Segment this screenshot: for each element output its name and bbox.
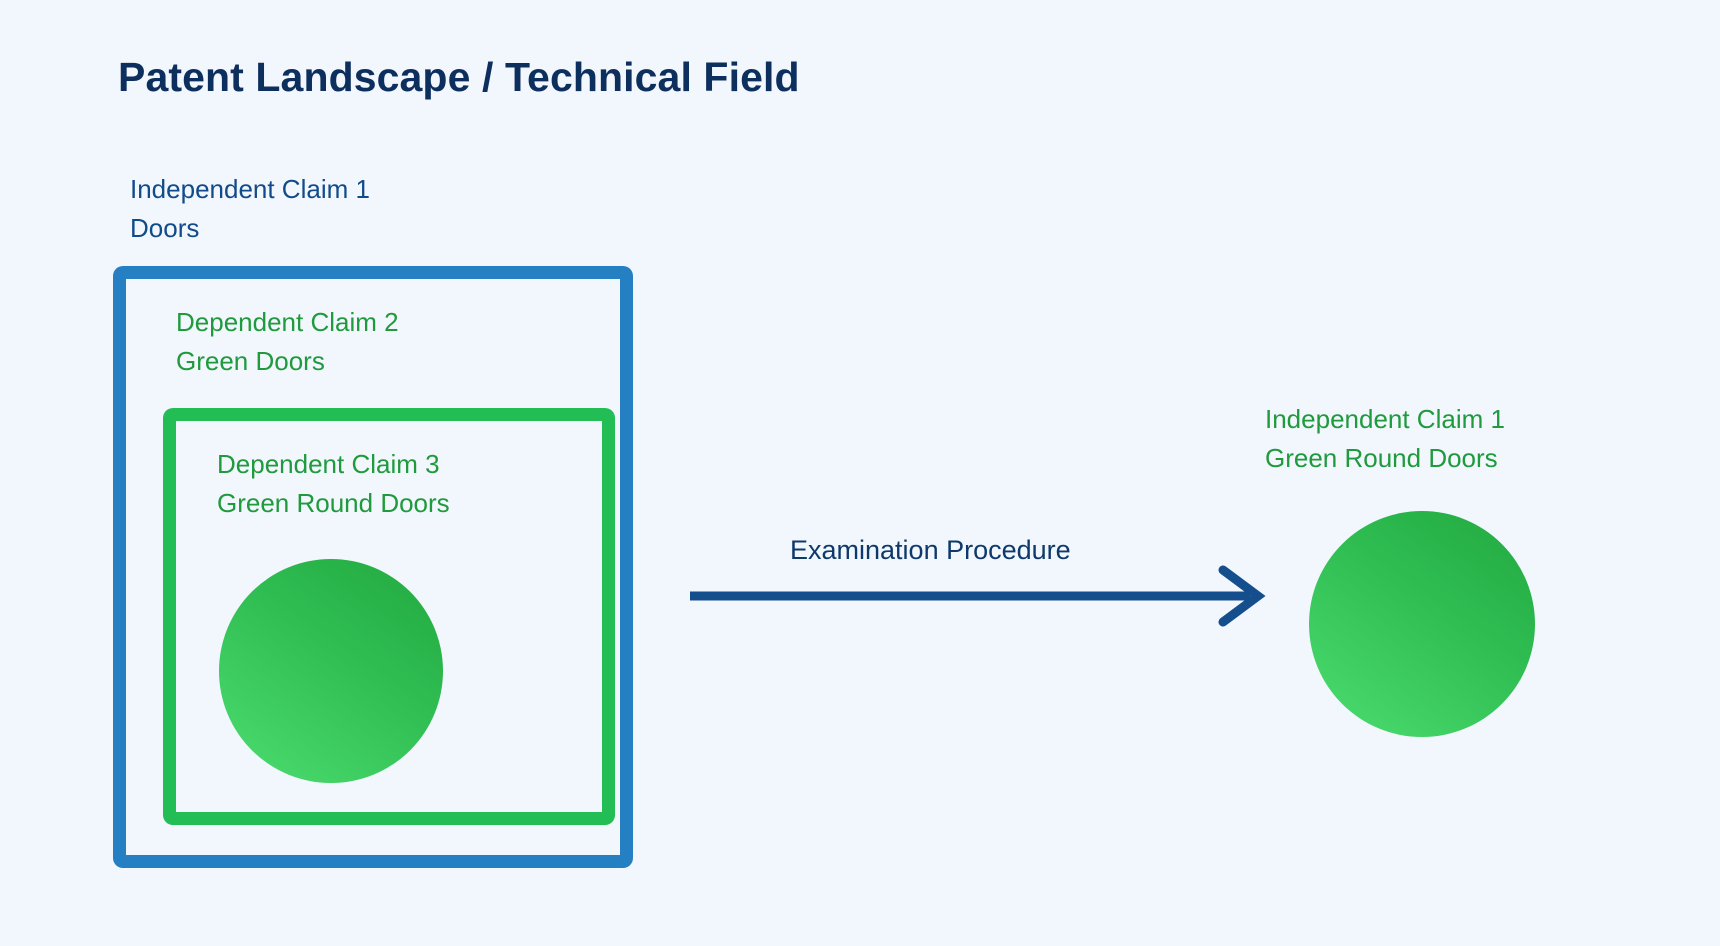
arrow-icon <box>690 565 1266 627</box>
label-result-independent-claim-1: Independent Claim 1 Green Round Doors <box>1265 404 1505 473</box>
label-independent-claim-1: Independent Claim 1 Doors <box>130 174 370 243</box>
green-round-door-circle <box>219 559 443 783</box>
page-title: Patent Landscape / Technical Field <box>118 54 800 100</box>
independent-claim-1-box <box>113 266 633 868</box>
label-dependent-claim-2: Dependent Claim 2 Green Doors <box>176 307 399 376</box>
dependent-claim-2-box <box>163 408 615 825</box>
green-round-door-circle-result <box>1309 511 1535 737</box>
examination-procedure-arrow <box>690 565 1270 627</box>
label-dependent-claim-3: Dependent Claim 3 Green Round Doors <box>217 449 450 518</box>
examination-procedure-label: Examination Procedure <box>790 535 1071 565</box>
